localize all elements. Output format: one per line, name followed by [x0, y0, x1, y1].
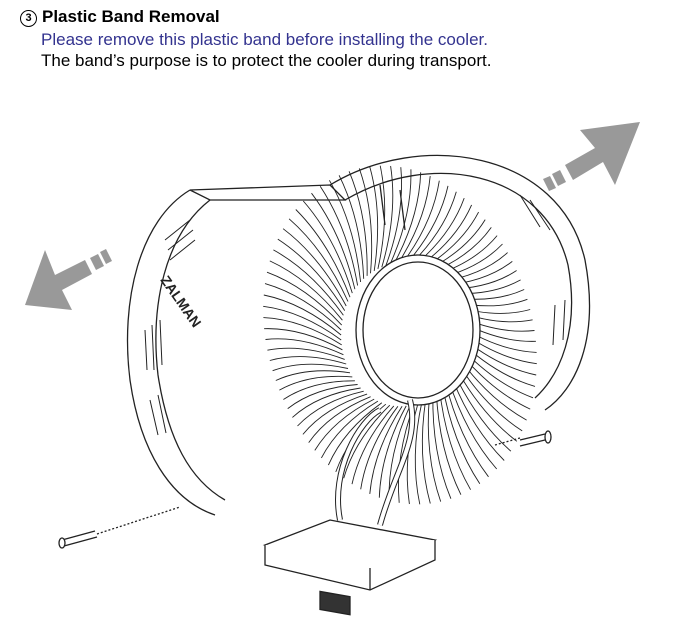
fin [369, 406, 403, 494]
fin [287, 384, 358, 409]
fin [343, 404, 391, 479]
fin [321, 400, 379, 459]
fin [351, 405, 395, 485]
section-title-text: Plastic Band Removal [42, 7, 220, 26]
fin [401, 180, 440, 264]
fin [427, 396, 442, 502]
step-number: 3 [20, 10, 37, 27]
right-screw [494, 430, 552, 447]
right-arrow-icon [543, 122, 640, 191]
fin [265, 338, 344, 356]
fin [282, 228, 347, 307]
note-text: The band’s purpose is to protect the coo… [41, 51, 492, 70]
fin [279, 375, 353, 391]
instruction-text: Please remove this plastic band before i… [41, 30, 488, 49]
fin [360, 406, 399, 490]
fin [263, 294, 342, 336]
fin [432, 394, 452, 499]
fin [264, 328, 343, 351]
fin [348, 171, 368, 276]
fin [297, 390, 364, 427]
fin [288, 218, 349, 302]
fin [308, 396, 371, 443]
fan-opening [355, 254, 481, 406]
fin [421, 399, 431, 504]
fin [275, 370, 351, 381]
fin [295, 209, 351, 298]
left-band [126, 189, 216, 516]
fin [435, 391, 462, 495]
fin [319, 185, 359, 286]
section-title: 3 Plastic Band Removal [20, 7, 220, 27]
left-screw [58, 506, 181, 549]
fin [377, 165, 386, 269]
fin [327, 402, 383, 466]
fin [283, 380, 355, 400]
fin [263, 317, 342, 346]
fin [277, 238, 346, 311]
fin [263, 305, 342, 341]
fin [264, 283, 342, 331]
fin [269, 356, 347, 365]
fin [267, 347, 345, 360]
fin [292, 387, 361, 418]
fin [273, 249, 344, 316]
fin [358, 168, 373, 274]
right-band [329, 154, 591, 411]
left-arrow-icon [25, 249, 112, 310]
fin [272, 363, 349, 372]
fin [302, 200, 353, 294]
fin [314, 398, 375, 451]
fin [381, 165, 394, 268]
fin [378, 405, 407, 498]
fin [338, 175, 365, 279]
fin [393, 172, 422, 265]
fin [302, 393, 368, 435]
fin [369, 166, 379, 271]
fin [397, 176, 431, 264]
zalman-logo: ZALMAN [158, 273, 205, 331]
fin [266, 271, 343, 326]
fin [269, 260, 343, 321]
fin [385, 167, 403, 266]
fin [389, 169, 412, 265]
fin [311, 192, 356, 290]
fin [329, 180, 362, 283]
fin [414, 401, 423, 505]
